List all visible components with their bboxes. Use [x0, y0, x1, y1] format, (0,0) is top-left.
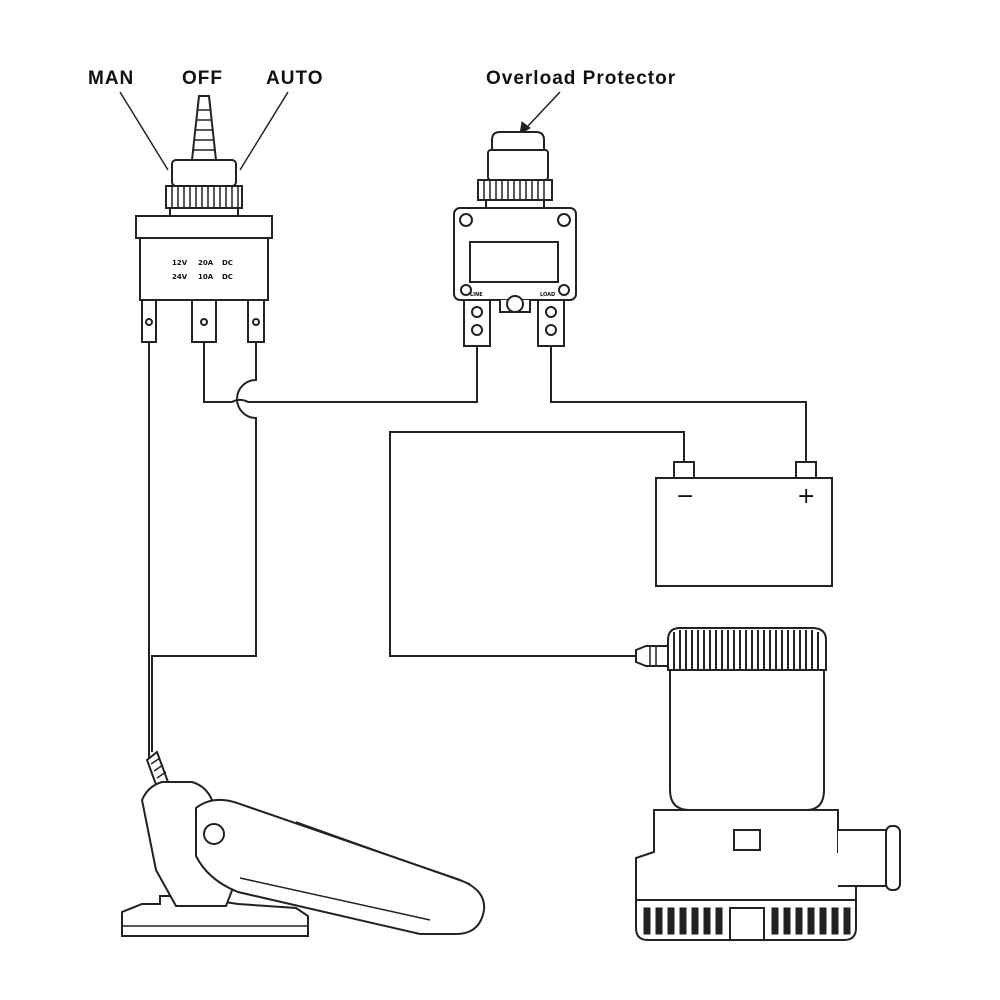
wire-auto-to-float	[151, 342, 257, 752]
label-overload-protector: Overload Protector	[486, 68, 676, 89]
float-switch	[121, 750, 486, 937]
switch-terminal-common	[191, 299, 217, 343]
battery-negative-post	[673, 461, 695, 479]
pump-label-plate	[733, 829, 761, 851]
pump-cable-gland	[635, 645, 669, 667]
float-pivot	[203, 823, 225, 845]
battery-positive-post	[795, 461, 817, 479]
leader-overload	[519, 91, 561, 135]
label-man: MAN	[88, 68, 134, 89]
rating-voltage-24: 24V	[172, 273, 188, 281]
battery: − +	[655, 461, 833, 587]
terminal-label-line: LINE	[470, 292, 483, 298]
leader-man	[119, 91, 169, 171]
switch-terminal-auto	[247, 299, 265, 343]
rating-current-10: 10A	[198, 273, 214, 281]
leader-auto	[239, 91, 289, 171]
bilge-pump	[635, 627, 901, 941]
switch-rating: 12V 20A DC 24V 10A DC	[172, 259, 233, 281]
breaker-terminal-load	[537, 299, 565, 347]
toggle-switch: 12V 20A DC 24V 10A DC	[135, 95, 273, 343]
rating-dc-1: DC	[222, 259, 233, 267]
switch-terminal-man	[141, 299, 157, 343]
rating-current-20: 20A	[198, 259, 214, 267]
wire-breaker-to-battery-positive	[550, 346, 807, 462]
wire-switch-to-breaker	[203, 342, 478, 403]
rating-dc-2: DC	[222, 273, 233, 281]
label-auto: AUTO	[266, 68, 323, 89]
battery-positive-sign: +	[797, 484, 815, 509]
wire-battery-negative-to-pump	[389, 431, 685, 657]
rating-voltage-12: 12V	[172, 259, 188, 267]
terminal-label-load: LOAD	[540, 292, 555, 298]
battery-negative-sign: −	[676, 484, 694, 509]
overload-protector: LINE LOAD	[453, 131, 577, 347]
label-off: OFF	[182, 68, 223, 89]
wiring	[148, 342, 807, 760]
switch-lever	[190, 95, 218, 161]
reset-button	[487, 131, 549, 181]
breaker-terminal-line	[463, 299, 491, 347]
